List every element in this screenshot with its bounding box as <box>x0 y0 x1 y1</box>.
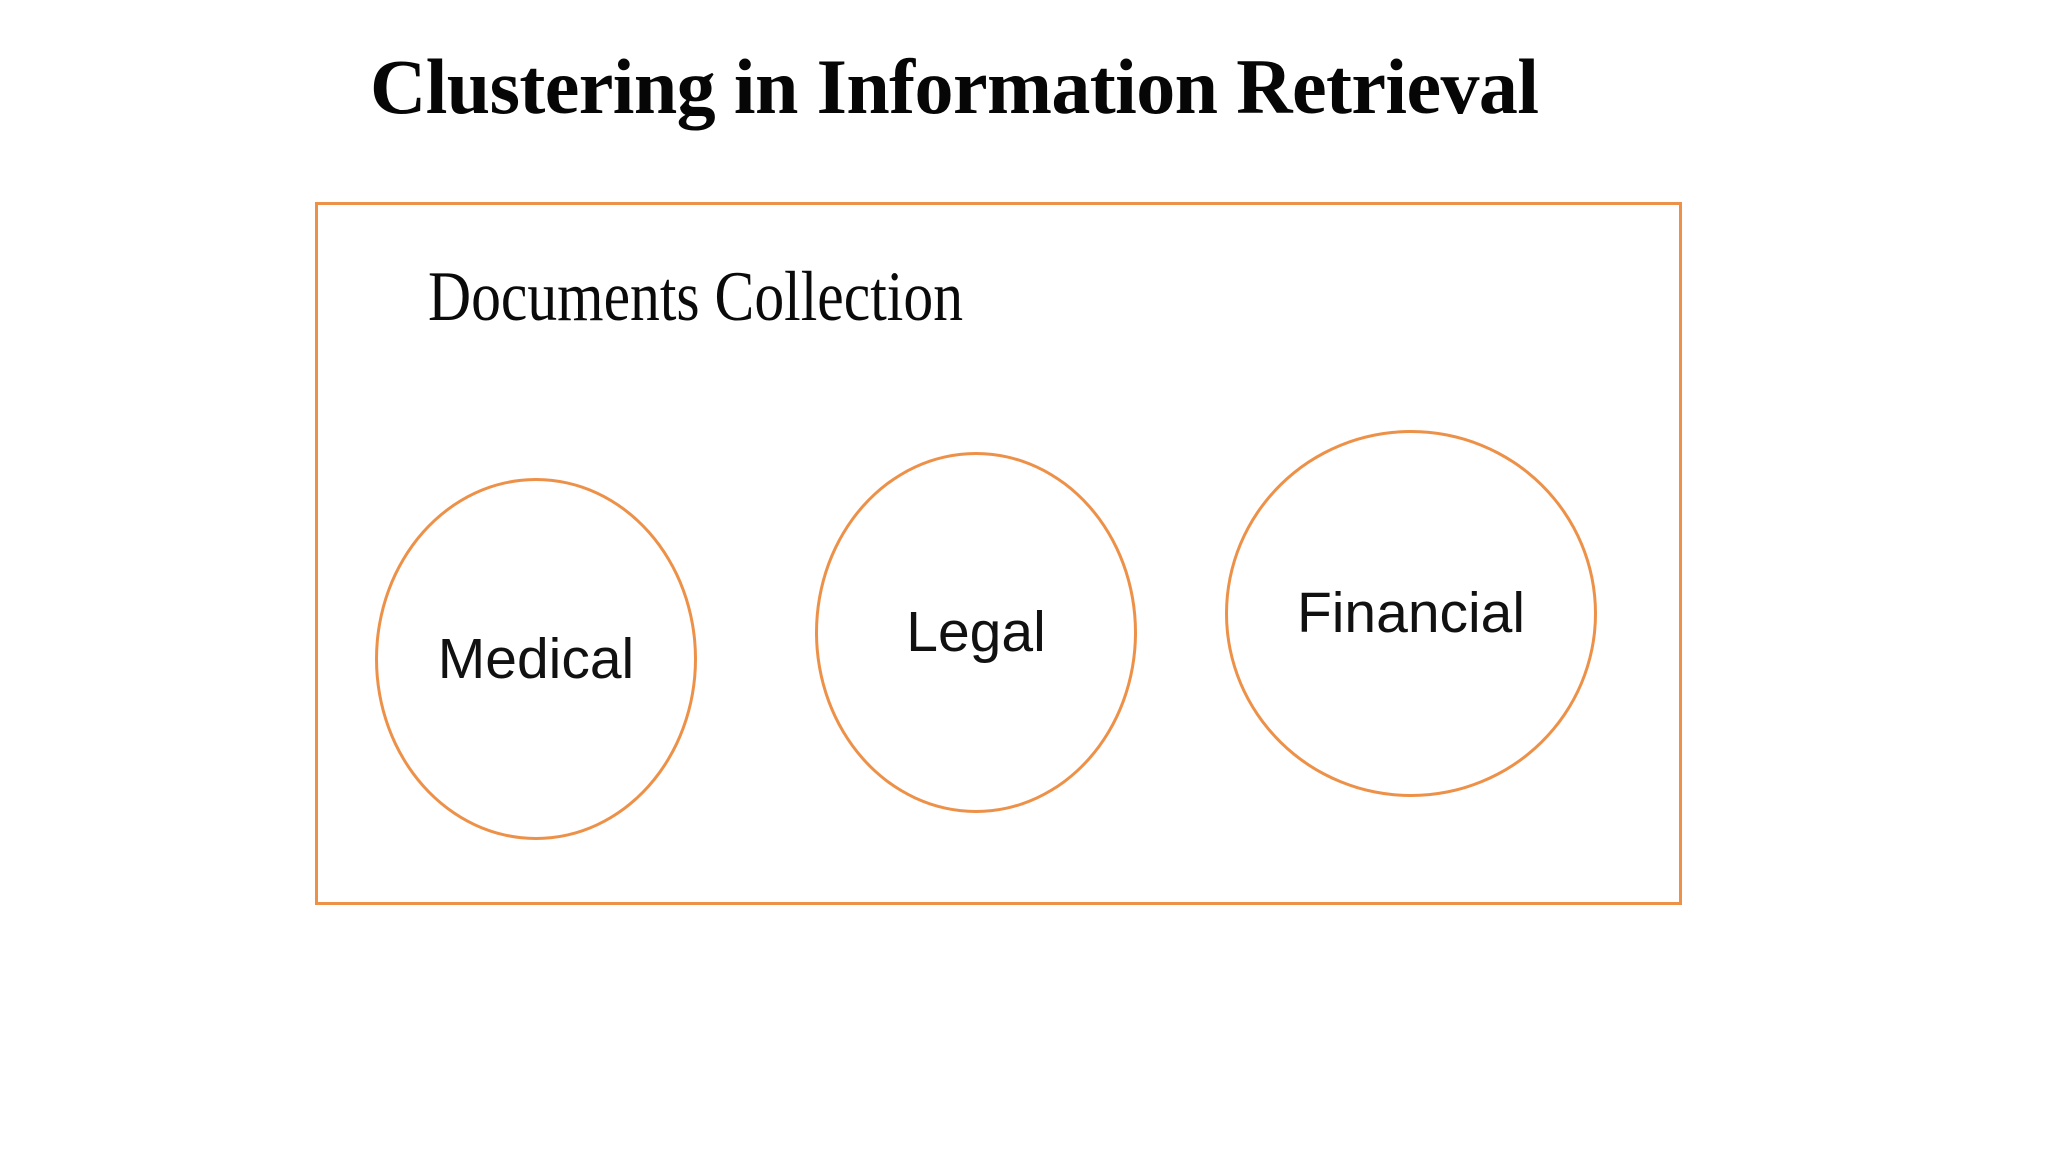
slide-title: Clustering in Information Retrieval <box>370 43 1539 130</box>
documents-collection-label: Documents Collection <box>428 258 964 336</box>
cluster-label-medical: Medical <box>437 626 635 691</box>
cluster-ellipse-legal: Legal <box>815 452 1137 813</box>
cluster-label-financial: Financial <box>1296 581 1526 645</box>
documents-collection-box <box>315 202 1682 905</box>
cluster-ellipse-financial: Financial <box>1225 430 1597 797</box>
cluster-ellipse-medical: Medical <box>375 478 697 840</box>
cluster-label-legal: Legal <box>906 600 1046 664</box>
